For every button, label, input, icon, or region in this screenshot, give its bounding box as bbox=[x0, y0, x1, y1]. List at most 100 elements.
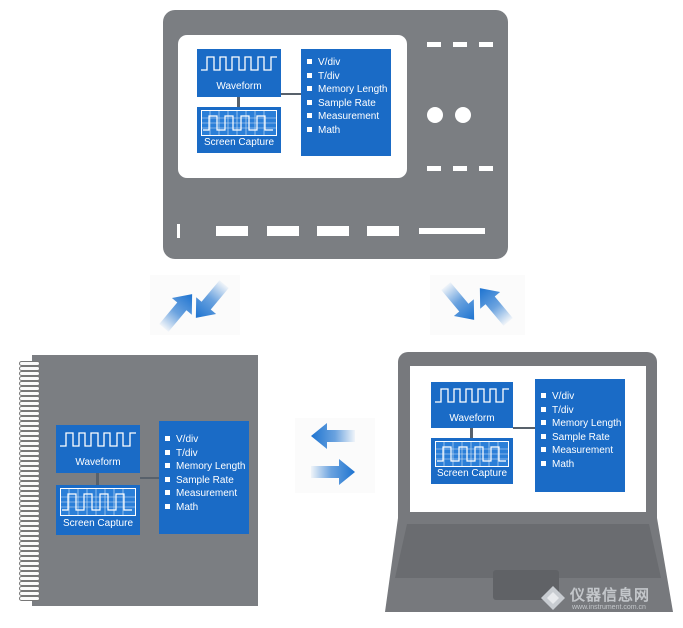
screen-capture-box: Screen Capture bbox=[431, 438, 513, 484]
scope-indicator bbox=[479, 42, 493, 47]
square-wave-icon bbox=[60, 432, 136, 447]
screen-capture-icon bbox=[60, 488, 136, 516]
spiral-ring bbox=[19, 496, 40, 501]
scope-softkey bbox=[267, 226, 299, 236]
spiral-ring bbox=[19, 416, 40, 421]
spiral-ring bbox=[19, 541, 40, 546]
spiral-ring bbox=[19, 576, 40, 581]
scope-slot bbox=[419, 228, 485, 234]
square-wave-icon bbox=[435, 388, 509, 403]
oscilloscope-icon: Waveform Screen Capture bbox=[163, 10, 508, 259]
laptop-keyboard-base bbox=[385, 518, 673, 612]
waveform-label: Waveform bbox=[216, 81, 262, 92]
spiral-ring bbox=[19, 556, 40, 561]
laptop-icon: Waveform Screen Capture bbox=[398, 352, 657, 518]
spiral-ring bbox=[19, 476, 40, 481]
spiral-ring bbox=[19, 481, 40, 486]
knob-icon bbox=[455, 107, 471, 123]
scope-port bbox=[177, 224, 180, 238]
spiral-ring bbox=[19, 391, 40, 396]
screen-capture-label: Screen Capture bbox=[203, 137, 275, 148]
screen-capture-icon bbox=[201, 110, 277, 136]
spiral-ring bbox=[19, 466, 40, 471]
settings-list: V/div T/div Memory Length Sample Rate Me… bbox=[535, 379, 625, 492]
spiral-ring bbox=[19, 376, 40, 381]
spiral-ring bbox=[19, 461, 40, 466]
panel-connector bbox=[237, 97, 240, 107]
spiral-ring bbox=[19, 551, 40, 556]
list-item: T/div bbox=[307, 70, 391, 84]
scope-softkey bbox=[367, 226, 399, 236]
spiral-ring bbox=[19, 596, 40, 601]
oscilloscope-screen: Waveform Screen Capture bbox=[178, 35, 407, 178]
spiral-ring bbox=[19, 366, 40, 371]
spiral-ring bbox=[19, 361, 40, 366]
panel-connector bbox=[281, 93, 301, 95]
scope-indicator bbox=[427, 42, 441, 47]
list-item: T/div bbox=[541, 404, 625, 418]
panel-connector bbox=[96, 473, 99, 485]
spiral-ring bbox=[19, 501, 40, 506]
list-item: V/div bbox=[307, 56, 391, 70]
spiral-ring bbox=[19, 536, 40, 541]
list-item: Memory Length bbox=[307, 83, 391, 97]
waveform-box: Waveform bbox=[56, 425, 140, 473]
list-item: Math bbox=[307, 124, 391, 138]
spiral-ring bbox=[19, 566, 40, 571]
scope-softkey bbox=[216, 226, 248, 236]
scope-indicator bbox=[453, 166, 467, 171]
spiral-ring bbox=[19, 371, 40, 376]
spiral-ring bbox=[19, 426, 40, 431]
list-item: Measurement bbox=[541, 444, 625, 458]
spiral-ring bbox=[19, 516, 40, 521]
waveform-label: Waveform bbox=[449, 413, 495, 424]
spiral-ring bbox=[19, 386, 40, 391]
spiral-ring bbox=[19, 431, 40, 436]
spiral-ring bbox=[19, 521, 40, 526]
list-item: Math bbox=[541, 458, 625, 472]
list-item: Measurement bbox=[307, 110, 391, 124]
spiral-ring bbox=[19, 486, 40, 491]
square-wave-icon bbox=[201, 56, 277, 71]
screen-capture-box: Screen Capture bbox=[56, 485, 140, 535]
watermark-url: www.instrument.com.cn bbox=[572, 604, 646, 611]
list-item: T/div bbox=[165, 447, 249, 461]
spiral-ring bbox=[19, 451, 40, 456]
spiral-ring bbox=[19, 446, 40, 451]
list-item: V/div bbox=[165, 433, 249, 447]
waveform-box: Waveform bbox=[197, 49, 281, 97]
spiral-ring bbox=[19, 471, 40, 476]
waveform-box: Waveform bbox=[431, 382, 513, 428]
watermark-logo-icon bbox=[541, 586, 565, 610]
panel-connector bbox=[470, 428, 473, 438]
spiral-ring bbox=[19, 491, 40, 496]
list-item: Memory Length bbox=[165, 460, 249, 474]
spiral-ring bbox=[19, 526, 40, 531]
settings-list: V/div T/div Memory Length Sample Rate Me… bbox=[159, 421, 249, 534]
panel-connector bbox=[140, 477, 159, 479]
list-item: Sample Rate bbox=[307, 97, 391, 111]
screen-capture-label: Screen Capture bbox=[62, 518, 134, 529]
exchange-arrows-icon bbox=[150, 275, 240, 335]
spiral-ring bbox=[19, 456, 40, 461]
scope-indicator bbox=[427, 166, 441, 171]
spiral-ring bbox=[19, 531, 40, 536]
knob-icon bbox=[427, 107, 443, 123]
scope-indicator bbox=[479, 166, 493, 171]
screen-capture-label: Screen Capture bbox=[436, 468, 508, 479]
screen-capture-box: Screen Capture bbox=[197, 107, 281, 153]
list-item: Math bbox=[165, 501, 249, 515]
spiral-ring bbox=[19, 396, 40, 401]
exchange-arrows-icon bbox=[430, 275, 525, 335]
spiral-ring bbox=[19, 581, 40, 586]
list-item: Memory Length bbox=[541, 417, 625, 431]
watermark-name: 仪器信息网 bbox=[570, 587, 651, 604]
list-item: Sample Rate bbox=[541, 431, 625, 445]
spiral-ring bbox=[19, 586, 40, 591]
list-item: V/div bbox=[541, 390, 625, 404]
spiral-ring bbox=[19, 591, 40, 596]
settings-list: V/div T/div Memory Length Sample Rate Me… bbox=[301, 49, 391, 156]
spiral-ring bbox=[19, 506, 40, 511]
exchange-arrows-icon bbox=[295, 418, 375, 493]
screen-capture-icon bbox=[435, 441, 509, 467]
